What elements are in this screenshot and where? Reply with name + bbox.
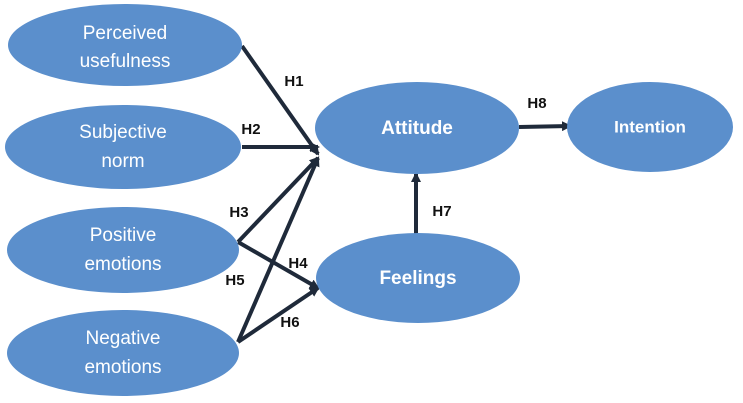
label-h2: H2 xyxy=(241,121,260,138)
node-feelings: Feelings xyxy=(316,233,520,323)
node-subjective-norm: Subjective norm xyxy=(5,105,241,189)
edge-h5 xyxy=(236,156,320,343)
node-attitude: Attitude xyxy=(315,82,519,174)
label-h4: H4 xyxy=(288,255,308,272)
edge-h6 xyxy=(236,286,320,344)
node-negative-emotions: Negative emotions xyxy=(7,310,239,396)
label-h1: H1 xyxy=(284,73,303,90)
node-subjective-norm-line-1: Subjective xyxy=(79,122,167,143)
edge-h1 xyxy=(240,44,320,156)
node-feelings-label: Feelings xyxy=(379,268,456,289)
node-negative-emotions-line-2: emotions xyxy=(84,357,161,378)
node-perceived-usefulness-line-2: usefulness xyxy=(80,51,171,72)
node-positive-emotions-line-1: Positive xyxy=(90,225,157,246)
node-attitude-label: Attitude xyxy=(381,118,453,139)
label-h5: H5 xyxy=(225,272,244,289)
node-intention-label: Intention xyxy=(614,117,686,136)
node-perceived-usefulness-line-1: Perceived xyxy=(83,23,168,44)
label-h8: H8 xyxy=(527,95,546,112)
edge-h8 xyxy=(518,121,572,132)
node-subjective-norm-line-2: norm xyxy=(101,151,144,172)
node-positive-emotions: Positive emotions xyxy=(7,207,239,293)
label-h3: H3 xyxy=(229,204,248,221)
label-h7: H7 xyxy=(432,203,451,220)
node-perceived-usefulness: Perceived usefulness xyxy=(8,4,242,86)
label-h6: H6 xyxy=(280,314,299,331)
edge-h3 xyxy=(236,156,320,244)
node-positive-emotions-line-2: emotions xyxy=(84,254,161,275)
node-negative-emotions-line-1: Negative xyxy=(86,328,161,349)
edge-h4 xyxy=(237,240,320,290)
node-intention: Intention xyxy=(567,82,733,172)
